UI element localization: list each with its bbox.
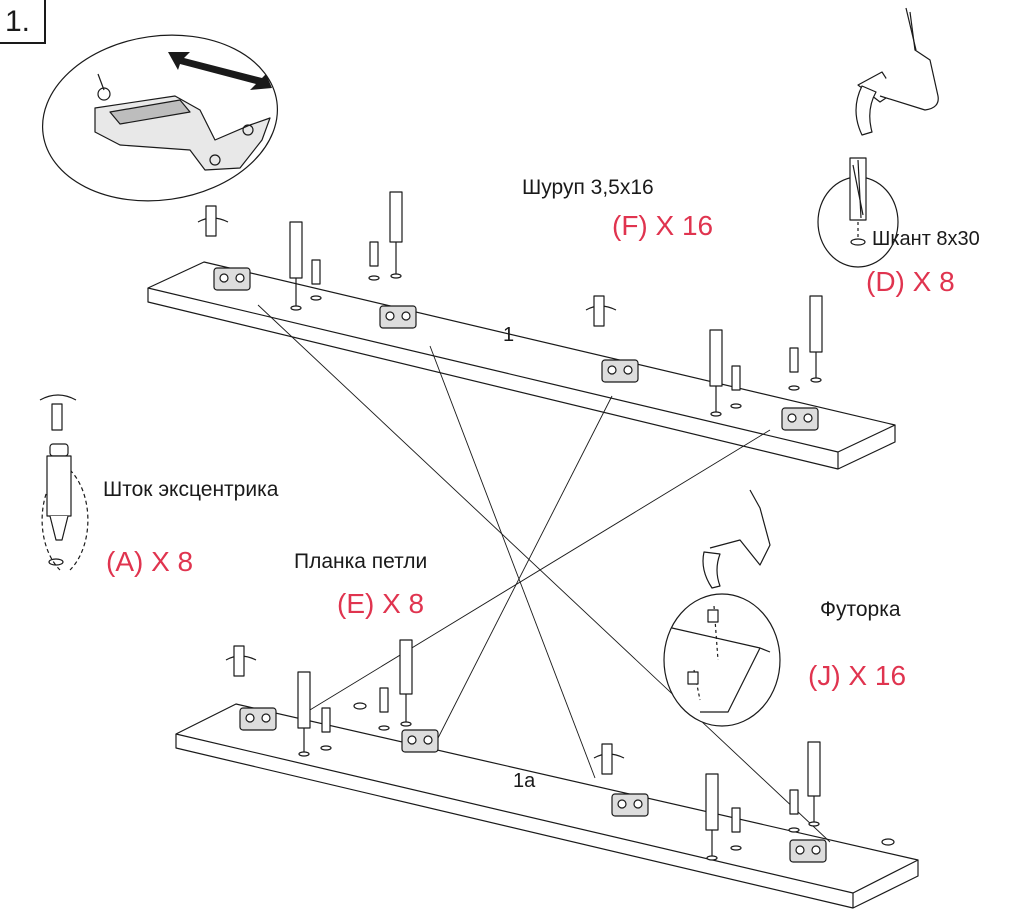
hinge-plate-name: Планка петли [294,550,428,573]
cam-rod-qty: (A) X 8 [106,546,194,577]
dowel-name: Шкант 8x30 [872,228,980,250]
screw-name: Шуруп 3,5x16 [522,176,654,199]
insert-nut-name: Футорка [820,598,901,621]
cam-rod-detail [39,394,89,571]
hammer-icon [855,7,939,136]
dowel-detail [817,157,899,268]
screw-qty: (F) X 16 [612,210,714,241]
panel-1a-label: 1a [513,770,536,792]
insert-nut-detail [663,489,781,727]
insert-nut-qty: (J) X 16 [808,660,907,691]
panel-1 [147,261,896,470]
step-number: 1. [0,0,46,44]
hinge-detail-icon [41,34,279,202]
double-arrow-icon [168,52,272,90]
rods-and-dowels [289,191,823,861]
screwdriver-rotate-icon [197,205,625,775]
panel-1a [175,702,919,909]
leader-lines [257,304,831,843]
hinge-plate-qty: (E) X 8 [337,588,425,619]
cam-rod-name: Шток эксцентрика [103,478,279,501]
dowel-qty: (D) X 8 [866,266,955,297]
hinge-plates [213,267,827,863]
panel-1-label: 1 [503,324,515,346]
